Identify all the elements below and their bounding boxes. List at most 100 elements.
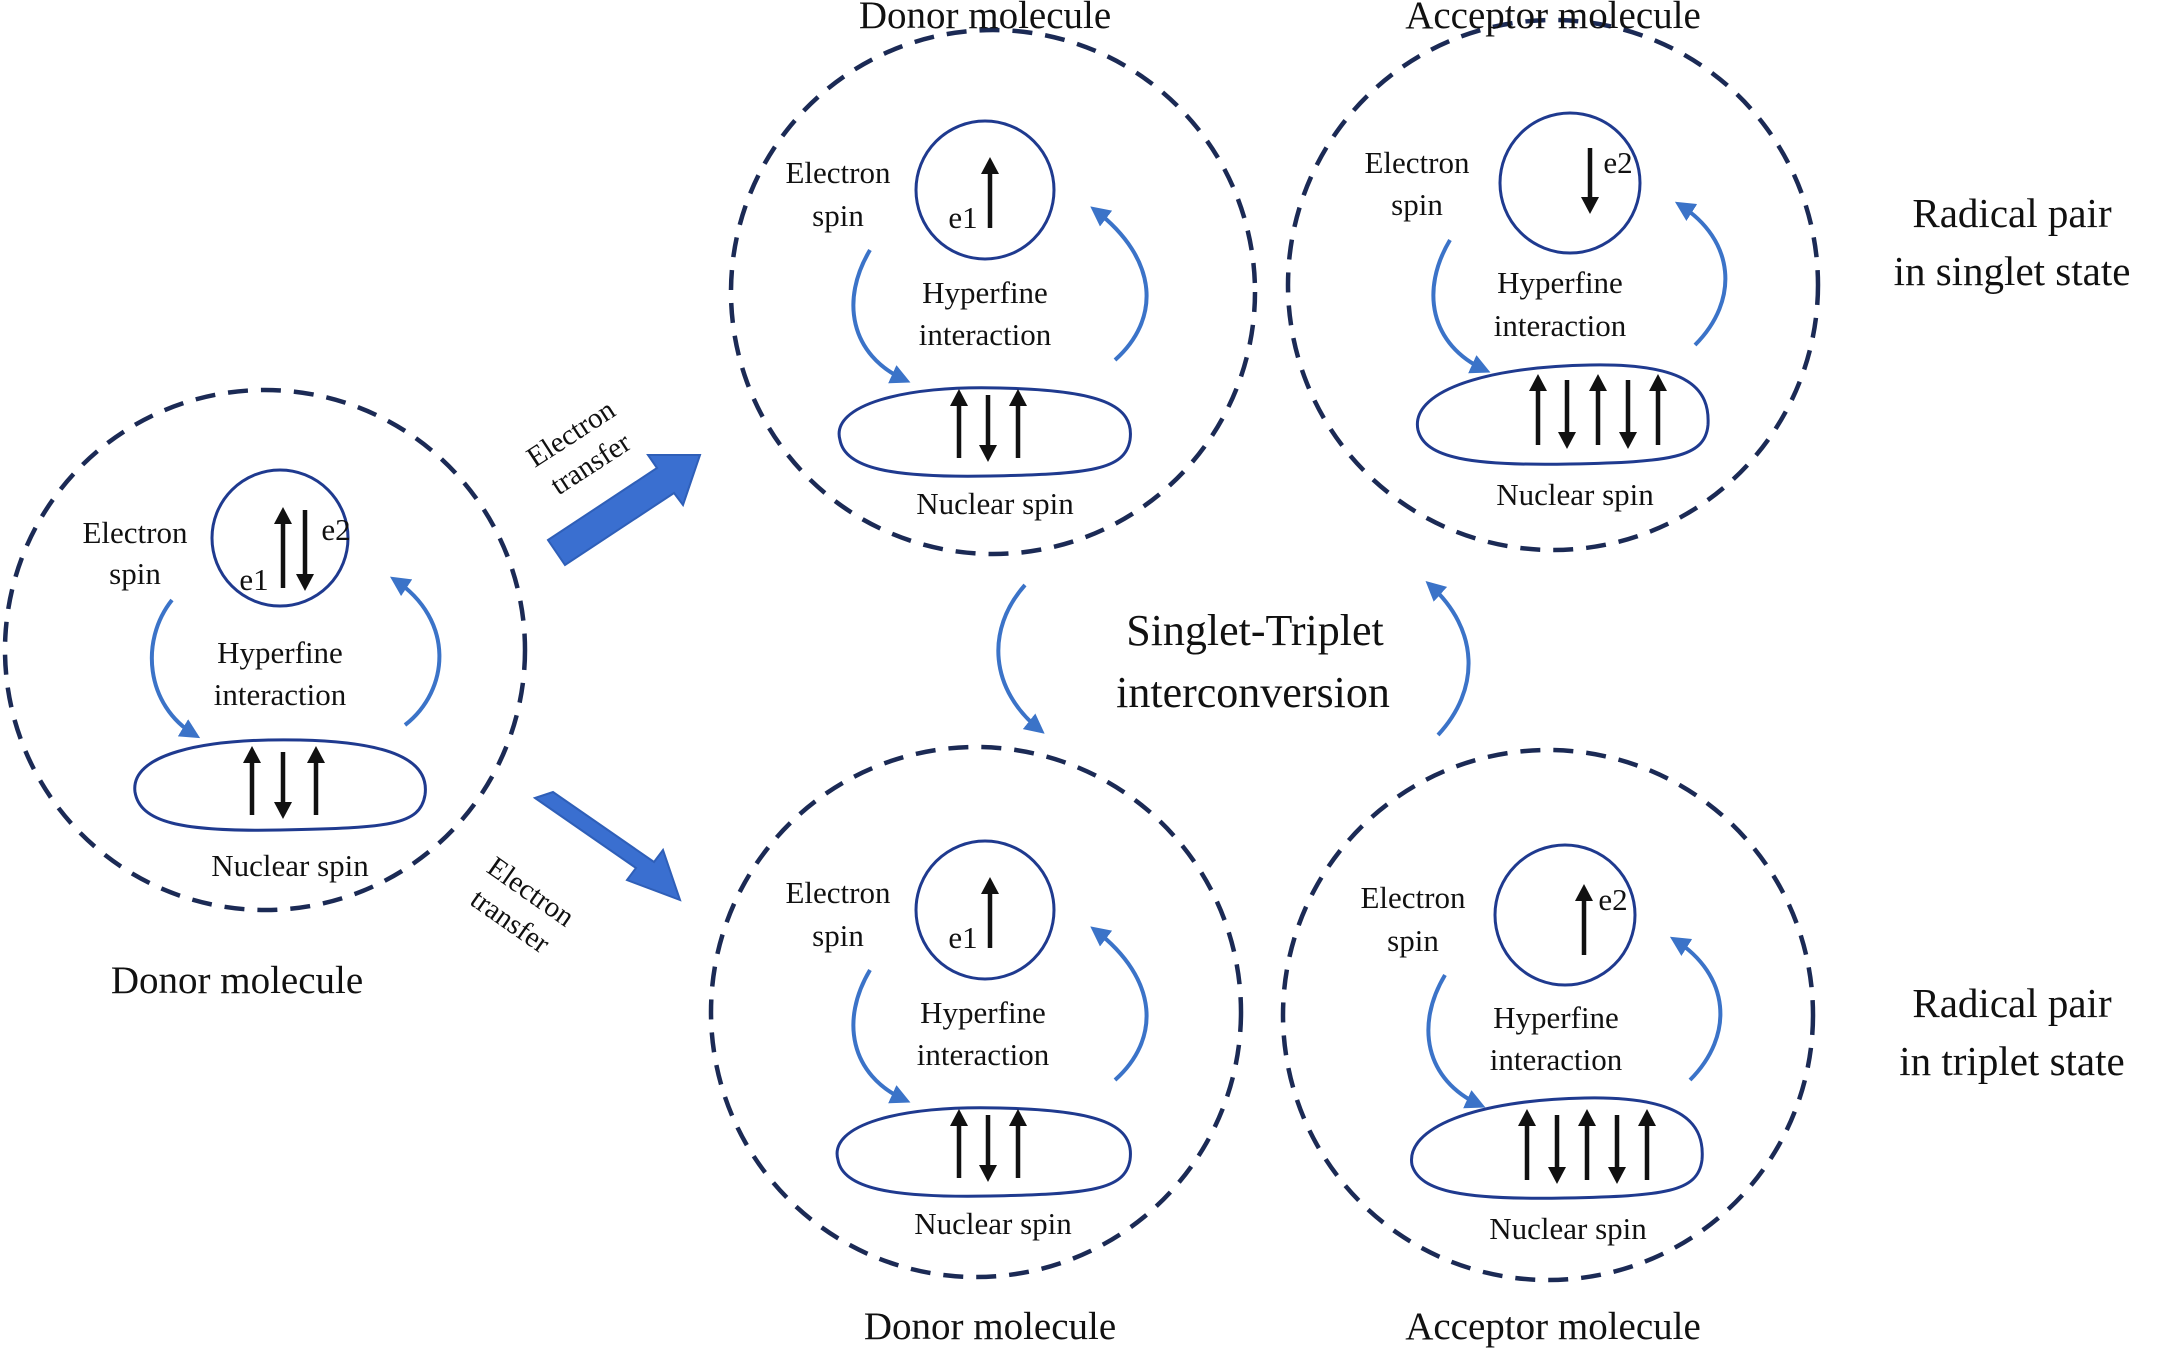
electron-transfer-label-down: Electron transfer xyxy=(465,851,581,960)
hyperfine-curved-arrow-up xyxy=(1090,206,1149,362)
singlet-acceptor-title: Acceptor molecule xyxy=(1405,0,1701,37)
hyperfine-line1: Hyperfine xyxy=(217,635,343,670)
nuclear-spin-down-head xyxy=(1608,1167,1626,1184)
radical-pair-singlet-line2: in singlet state xyxy=(1894,248,2131,294)
interconversion-line1: Singlet-Triplet xyxy=(1126,606,1384,655)
nuclear-spin-down-head xyxy=(1619,432,1637,449)
electron-transfer-label-up: Electron transfer xyxy=(521,393,637,501)
nuclear-spin-up-head xyxy=(1518,1109,1536,1126)
nuclear-spin-up-head xyxy=(1009,389,1027,406)
e2-label: e2 xyxy=(1598,882,1627,917)
nucleus-outline xyxy=(1410,1096,1704,1200)
hyperfine-curved-arrow-down xyxy=(1426,973,1486,1109)
nuclear-spin-label: Nuclear spin xyxy=(914,1206,1072,1241)
electron-transfer-arrow-up: Electron transfer xyxy=(521,393,702,567)
dashed-molecule-boundary xyxy=(2,387,528,913)
spin-down-arrow-head xyxy=(296,574,314,591)
electron-spin-line2: spin xyxy=(109,556,161,591)
dashed-molecule-boundary xyxy=(708,744,1244,1280)
hyperfine-line1: Hyperfine xyxy=(922,275,1048,310)
hyperfine-line2: interaction xyxy=(1490,1042,1623,1077)
electron-spin-arrows xyxy=(274,507,314,591)
hyperfine-line1: Hyperfine xyxy=(1493,1000,1619,1035)
nuclear-spin-down-head xyxy=(1558,432,1576,449)
hyperfine-curved-arrow-down xyxy=(149,598,201,739)
nuclear-spin-up-head xyxy=(1589,374,1607,391)
interconversion-arrow-down xyxy=(996,583,1045,734)
radical-pair-triplet-label: Radical pair in triplet state xyxy=(1899,980,2124,1084)
spin-up-arrow-head xyxy=(274,507,292,524)
dashed-molecule-boundary xyxy=(1285,17,1821,553)
dashed-molecule-boundary xyxy=(1280,747,1816,1283)
electron-transfer-arrow-down: Electron transfer xyxy=(465,790,682,960)
molecule-singlet-donor: Electron spin e1 Hyperfine interaction N… xyxy=(728,27,1258,557)
nuclear-spin-up-head xyxy=(950,389,968,406)
electron-spin-line2: spin xyxy=(1387,923,1439,958)
hyperfine-line1: Hyperfine xyxy=(1497,265,1623,300)
radical-pair-triplet-line1: Radical pair xyxy=(1912,980,2112,1026)
hyperfine-line2: interaction xyxy=(1494,308,1627,343)
hyperfine-line1: Hyperfine xyxy=(920,995,1046,1030)
transfer-arrow-shape xyxy=(532,790,682,902)
hyperfine-curved-arrow-up xyxy=(1669,936,1723,1082)
nuclear-spin-arrows xyxy=(950,389,1027,462)
nuclear-spin-arrows xyxy=(1518,1109,1656,1184)
nuclear-spin-up-head xyxy=(1578,1109,1596,1126)
nuclear-spin-up-head xyxy=(243,746,261,763)
electron-orbital xyxy=(1498,111,1642,255)
nuclear-spin-up-head xyxy=(1529,374,1547,391)
hyperfine-curved-arrow-down xyxy=(851,968,911,1104)
nuclear-spin-arrows xyxy=(950,1109,1027,1182)
hyperfine-curved-arrow-up xyxy=(1674,201,1728,347)
electron-spin-line2: spin xyxy=(1391,187,1443,222)
electron-spin-line1: Electron xyxy=(82,515,188,550)
nucleus-outline xyxy=(1415,363,1710,466)
electron-orbital xyxy=(1493,843,1637,987)
radical-pair-singlet-label: Radical pair in singlet state xyxy=(1894,190,2131,294)
nuclear-spin-down-head xyxy=(979,1165,997,1182)
electron-orbital xyxy=(210,468,350,608)
radical-pair-singlet-line1: Radical pair xyxy=(1912,190,2112,236)
e1-label: e1 xyxy=(239,562,268,597)
triplet-acceptor-title: Acceptor molecule xyxy=(1405,1305,1701,1348)
nuclear-spin-label: Nuclear spin xyxy=(1489,1211,1647,1246)
molecule-singlet-acceptor: Electron spin e2 Hyperfine interaction N… xyxy=(1285,17,1821,553)
nuclear-spin-arrows xyxy=(1529,374,1667,449)
nuclear-spin-down-head xyxy=(1548,1167,1566,1184)
nucleus-outline xyxy=(837,386,1132,478)
singlet-triplet-interconversion: Singlet-Triplet interconversion xyxy=(996,580,1471,737)
electron-spin-down-arrow-head xyxy=(1581,197,1599,214)
hyperfine-line2: interaction xyxy=(919,317,1052,352)
initial-donor-title: Donor molecule xyxy=(111,959,363,1002)
electron-spin-up-arrow-head xyxy=(1575,884,1593,901)
nuclear-spin-label: Nuclear spin xyxy=(1496,477,1654,512)
nuclear-spin-down-head xyxy=(274,802,292,819)
e1-label: e1 xyxy=(948,200,977,235)
electron-orbital xyxy=(914,839,1056,981)
hyperfine-line2: interaction xyxy=(214,677,347,712)
nucleus-outline xyxy=(133,738,427,832)
e1-label: e1 xyxy=(948,920,977,955)
e2-label: e2 xyxy=(1603,145,1632,180)
electron-spin-up-arrow-head xyxy=(981,157,999,174)
dashed-molecule-boundary xyxy=(728,27,1258,557)
nucleus-outline xyxy=(835,1106,1132,1198)
electron-spin-line1: Electron xyxy=(1360,880,1466,915)
nuclear-spin-up-head xyxy=(1009,1109,1027,1126)
molecule-triplet-donor: Electron spin e1 Hyperfine interaction N… xyxy=(708,744,1244,1280)
hyperfine-curved-arrow-down xyxy=(851,248,911,384)
hyperfine-curved-arrow-up xyxy=(390,576,442,727)
nuclear-spin-up-head xyxy=(1638,1109,1656,1126)
electron-spin-line1: Electron xyxy=(785,155,891,190)
hyperfine-curved-arrow-down xyxy=(1431,238,1491,374)
e2-label: e2 xyxy=(321,512,350,547)
singlet-donor-title: Donor molecule xyxy=(859,0,1111,37)
electron-spin-label: Electron spin xyxy=(82,515,188,591)
electron-spin-line1: Electron xyxy=(785,875,891,910)
interconversion-arrow-up xyxy=(1425,580,1471,737)
nuclear-spin-label: Nuclear spin xyxy=(211,848,369,883)
hyperfine-line2: interaction xyxy=(917,1037,1050,1072)
nuclear-spin-up-head xyxy=(307,746,325,763)
